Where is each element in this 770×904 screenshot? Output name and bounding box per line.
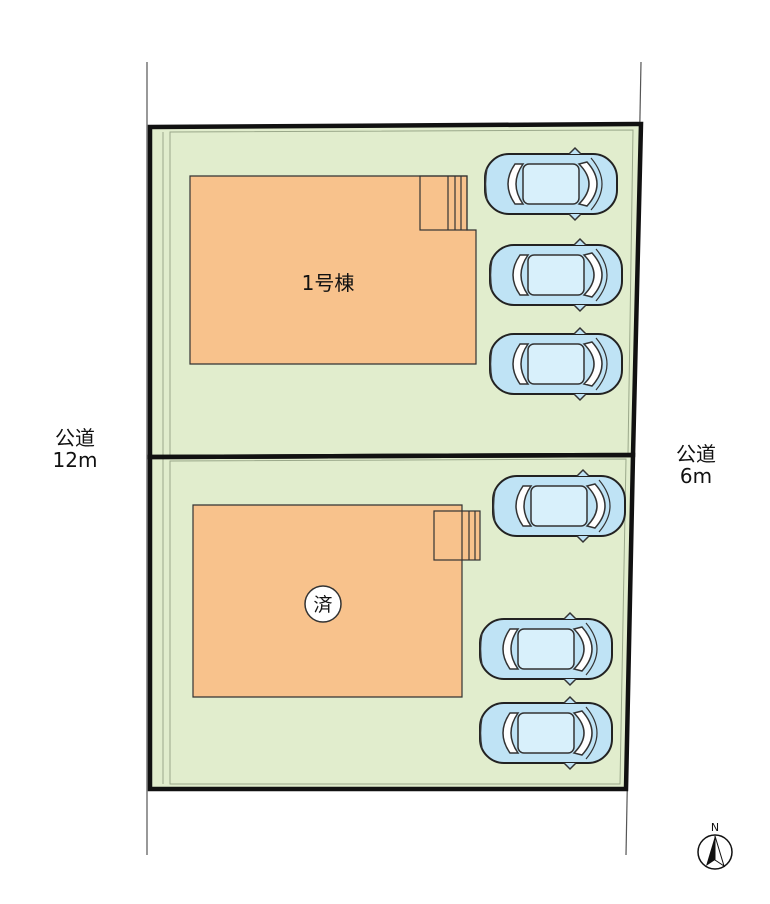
- sold-badge-label: 済: [313, 594, 332, 616]
- west-road-width: 12m: [52, 448, 98, 472]
- car-icon: [484, 147, 618, 221]
- car-icon: [479, 696, 613, 770]
- car-icon: [489, 238, 623, 312]
- building-1: [189, 175, 477, 365]
- car-icon: [489, 327, 623, 401]
- east-road-width: 6m: [679, 464, 713, 488]
- east-road-label: 公道 6m: [664, 443, 728, 487]
- west-road-name: 公道: [55, 426, 95, 450]
- lot-2-boundary: [147, 452, 636, 792]
- building-2-steps: [433, 510, 481, 561]
- building-1-steps: [419, 175, 468, 231]
- sold-badge: [304, 585, 342, 623]
- west-road-label: 公道 12m: [40, 427, 110, 471]
- north-compass-icon: [697, 834, 733, 870]
- compass-label: N: [711, 821, 719, 834]
- east-road-name: 公道: [676, 442, 716, 466]
- car-icon: [492, 469, 626, 543]
- building-1-label: 1号棟: [302, 271, 355, 295]
- car-icon: [479, 612, 613, 686]
